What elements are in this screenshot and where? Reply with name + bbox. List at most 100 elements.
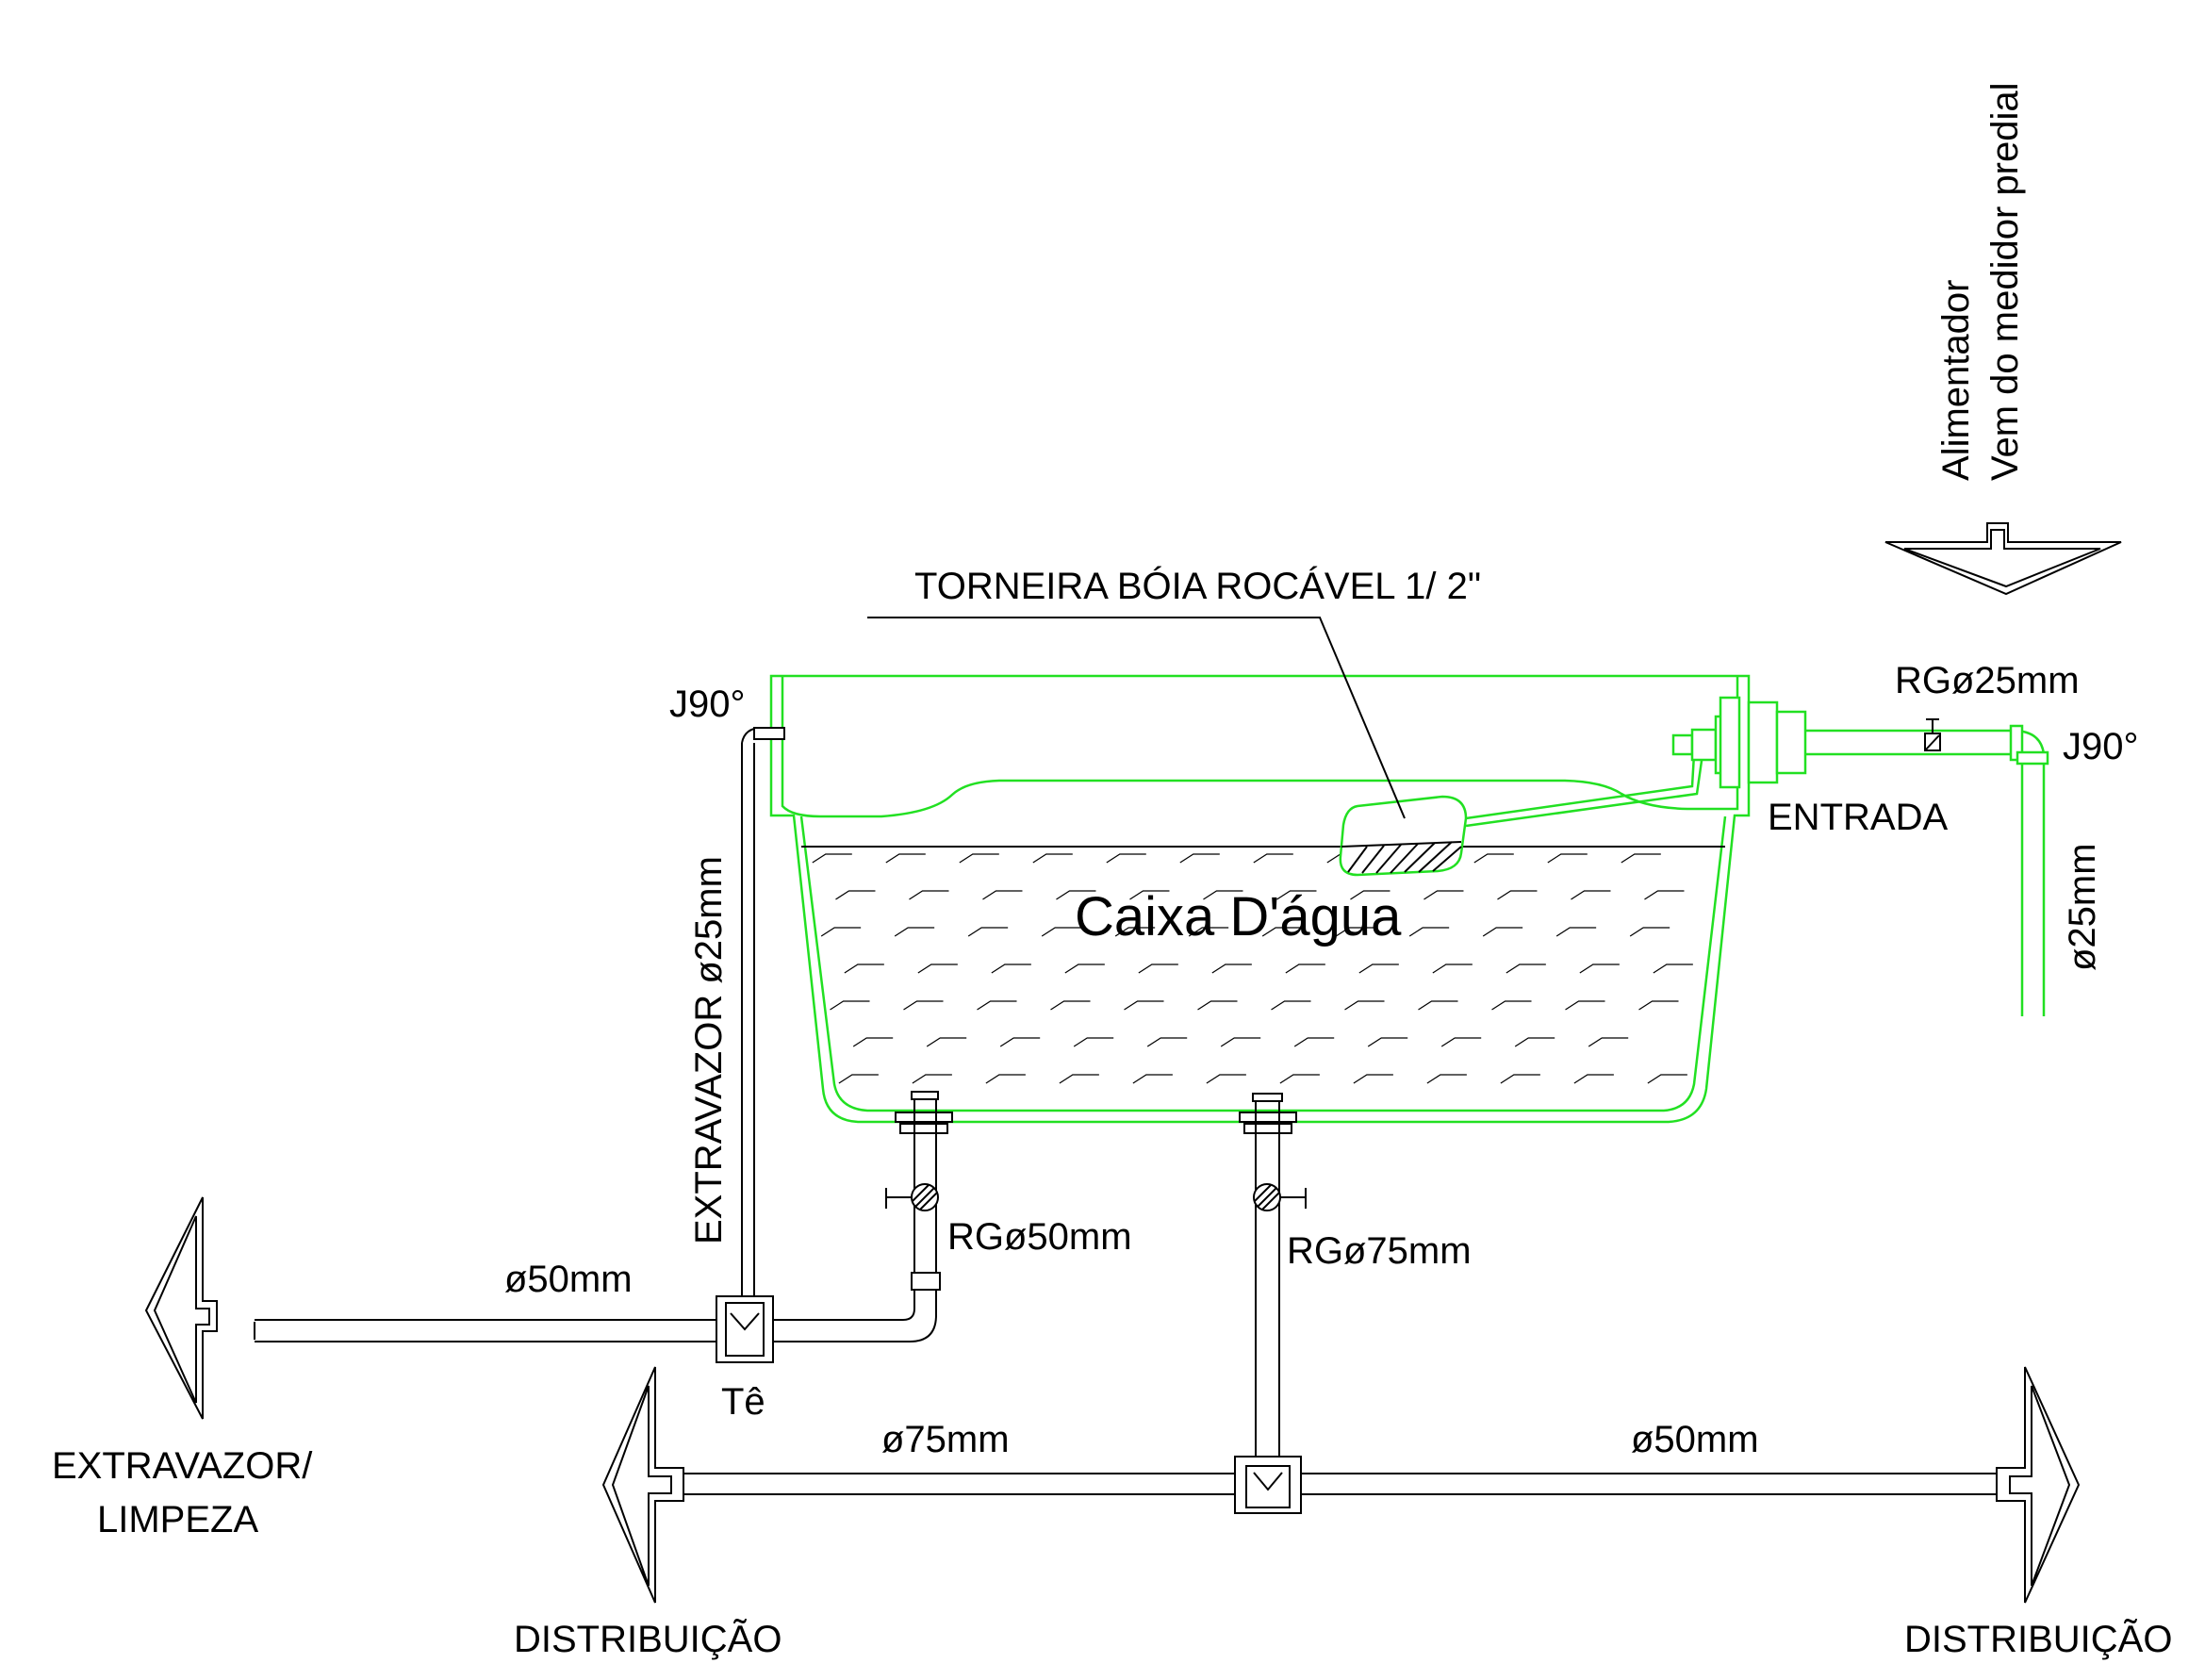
water-wave-mark — [1571, 890, 1611, 900]
water-wave-mark — [852, 1037, 894, 1047]
water-wave-mark — [1473, 853, 1514, 864]
float-hatch — [1341, 841, 1462, 874]
water-wave-mark — [1073, 1037, 1114, 1047]
label-j90-left: J90° — [669, 684, 746, 725]
water-wave-mark — [1500, 1074, 1540, 1084]
water-wave-mark — [1423, 890, 1464, 900]
overflow-elbow-j90 — [753, 727, 785, 740]
water-wave-mark — [1106, 853, 1146, 864]
label-torneira-boia: TORNEIRA BÓIA ROCÁVEL 1/ 2" — [914, 565, 1481, 607]
water-wave-mark — [1638, 1000, 1679, 1011]
water-wave-mark — [1514, 1037, 1555, 1047]
label-rg-entrada: RGø25mm — [1895, 660, 2080, 701]
water-wave-mark — [894, 927, 935, 937]
water-wave-mark — [1050, 1000, 1091, 1011]
water-wave-mark — [1440, 1037, 1482, 1047]
water-wave-mark — [1203, 890, 1243, 900]
overflow-pipe — [741, 727, 785, 1296]
distribution-gate-valve[interactable] — [1253, 1183, 1307, 1211]
torneira-leader-line — [867, 617, 1406, 819]
distribution-tee — [1234, 1456, 1302, 1514]
drain-gate-valve[interactable] — [885, 1183, 939, 1211]
water-wave-mark — [1197, 1000, 1238, 1011]
label-diam-dist-left: ø75mm — [881, 1419, 1010, 1460]
water-wave-mark — [1418, 1000, 1458, 1011]
water-wave-mark — [999, 1037, 1041, 1047]
water-wave-mark — [1367, 1037, 1408, 1047]
label-entrada: ENTRADA — [1768, 797, 1948, 838]
water-wave-mark — [820, 927, 862, 937]
tank-inner-wall — [781, 676, 1739, 818]
label-rg-75: RGø75mm — [1287, 1230, 1472, 1272]
water-wave-mark — [1285, 964, 1325, 974]
distribution-line — [601, 1366, 2081, 1604]
water-wave-mark — [1358, 964, 1399, 974]
water-wave-mark — [844, 964, 884, 974]
water-wave-mark — [1573, 1074, 1614, 1084]
water-wave-mark — [959, 853, 999, 864]
water-wave-mark — [1621, 853, 1661, 864]
water-wave-mark — [885, 853, 926, 864]
water-wave-mark — [912, 1074, 952, 1084]
water-wave-mark — [1124, 1000, 1164, 1011]
wall-flange-nut — [1775, 710, 1807, 775]
cleaning-arrow-left — [144, 1196, 218, 1420]
label-distribuicao-left: DISTRIBUIÇÃO — [514, 1618, 782, 1660]
label-extravazor-out-1: EXTRAVAZOR/ — [52, 1445, 313, 1487]
water-wave-mark — [1497, 890, 1538, 900]
wall-flange-inner — [1719, 696, 1741, 789]
label-vem-do-medidor: Vem do medidor predial — [1984, 83, 2026, 481]
water-wave-mark — [1629, 927, 1670, 937]
water-tank — [769, 674, 1751, 1124]
label-caixa-dagua: Caixa D'água — [1075, 886, 1402, 947]
label-alimentador: Alimentador — [1935, 280, 1977, 481]
float-ball — [1339, 795, 1468, 877]
water-wave-mark — [830, 1000, 870, 1011]
water-wave-mark — [1146, 1037, 1188, 1047]
label-diam-dist-right: ø50mm — [1631, 1419, 1759, 1460]
tank-outer-wall — [769, 674, 1751, 1124]
water-wave-mark — [903, 1000, 944, 1011]
distribution-arrow-left — [601, 1366, 684, 1604]
water-wave-mark — [1293, 1037, 1335, 1047]
water-wave-mark — [1426, 1074, 1467, 1084]
distribution-outlet — [1239, 1093, 1307, 1457]
water-wave-mark — [1261, 927, 1303, 937]
water-wave-mark — [1129, 890, 1170, 900]
water-wave-mark — [1344, 1000, 1385, 1011]
water-wave-mark — [909, 890, 949, 900]
drain-outlet — [773, 1091, 953, 1342]
overflow-cleaning-line — [144, 1196, 774, 1420]
inlet-pipe — [1805, 718, 2049, 1016]
water-wave-mark — [1253, 853, 1293, 864]
label-rg-50: RGø50mm — [947, 1216, 1132, 1258]
water-wave-mark — [1271, 1000, 1311, 1011]
distribution-arrow-right — [1996, 1366, 2081, 1604]
water-wave-mark — [1206, 1074, 1246, 1084]
water-wave-mark — [985, 1074, 1026, 1084]
water-wave-mark — [1565, 1000, 1605, 1011]
water-wave-mark — [1032, 853, 1073, 864]
drain-flange-bottom — [899, 1123, 948, 1134]
water-wave-mark — [917, 964, 958, 974]
water-wave-mark — [812, 853, 852, 864]
supply-arrow-down — [1884, 522, 2122, 596]
water-wave-mark — [835, 890, 876, 900]
water-wave-mark — [1211, 964, 1252, 974]
water-wave-mark — [1276, 890, 1317, 900]
water-wave-mark — [1114, 927, 1156, 937]
water-wave-mark — [977, 1000, 1017, 1011]
water-wave-mark — [1064, 964, 1105, 974]
water-wave-mark — [1335, 927, 1376, 937]
water-wave-mark — [1059, 1074, 1099, 1084]
water-wave-mark — [1220, 1037, 1261, 1047]
water-wave-mark — [1188, 927, 1229, 937]
label-diam-entrada: ø25mm — [2062, 843, 2103, 971]
water-wave-mark — [1653, 964, 1693, 974]
water-wave-mark — [967, 927, 1009, 937]
drain-flange-top — [895, 1112, 953, 1123]
water-wave-mark — [1647, 1074, 1687, 1084]
float-valve — [1339, 696, 1807, 877]
water-wave-mark — [1506, 964, 1546, 974]
label-diam-limpeza: ø50mm — [504, 1259, 633, 1300]
